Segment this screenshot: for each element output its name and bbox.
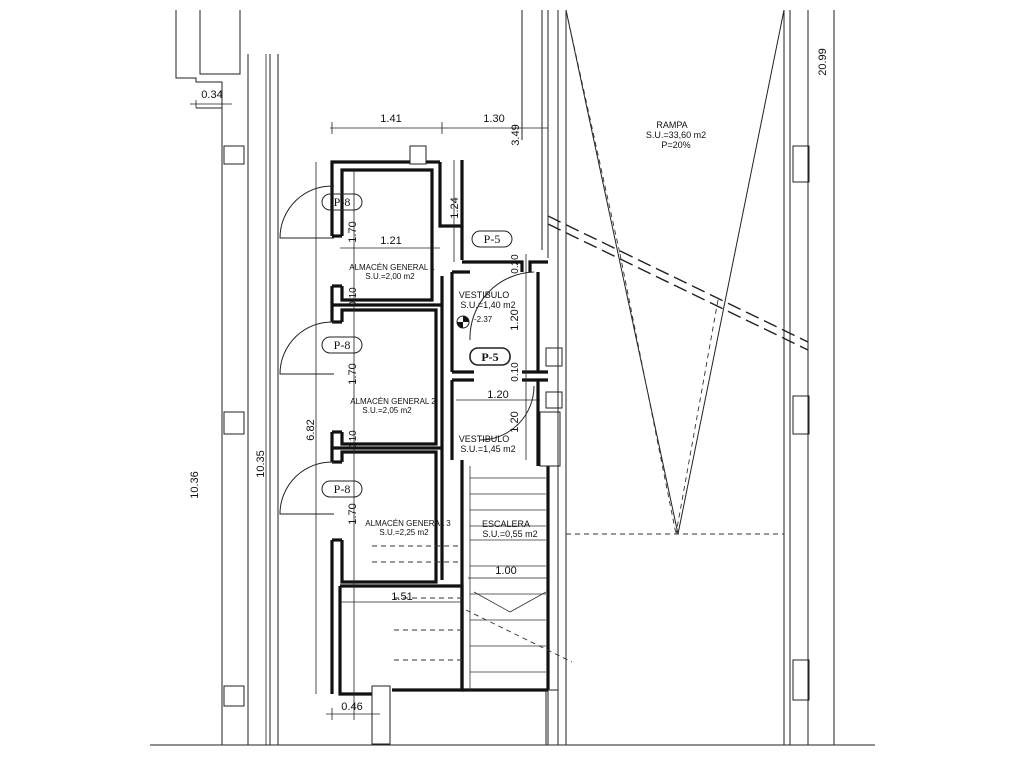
room-name-almacen-3: ALMACÉN GENERAL 3 bbox=[365, 519, 451, 528]
storage-rooms-walls bbox=[330, 145, 464, 745]
ramp-slope: P=20% bbox=[661, 140, 690, 150]
door-tag-p5-1: P-5 bbox=[471, 230, 513, 248]
door-label: P-8 bbox=[334, 195, 351, 209]
room-name-vestibulo-2: VESTIBULO bbox=[459, 434, 510, 444]
dim-1-70-c: 1.70 bbox=[347, 503, 359, 524]
room-name-almacen-1: ALMACÉN GENERAL 1 bbox=[349, 263, 435, 272]
dim-1-20-b: 1.20 bbox=[487, 389, 508, 401]
dimension-lines bbox=[190, 54, 549, 745]
door-tag-p8-3: P-8 bbox=[321, 480, 363, 498]
room-area-escalera: S.U.=0,55 m2 bbox=[482, 529, 537, 539]
dim-0-10-a: 0.10 bbox=[348, 287, 359, 307]
door-label: P-5 bbox=[481, 350, 498, 364]
door-label: P-5 bbox=[484, 232, 501, 246]
dim-1-41: 1.41 bbox=[380, 113, 401, 125]
room-area-vestibulo-2: S.U.=1,45 m2 bbox=[460, 444, 515, 454]
dim-1-70-b: 1.70 bbox=[347, 363, 359, 384]
dim-1-21: 1.21 bbox=[380, 235, 401, 247]
room-area-vestibulo-1: S.U.=1,40 m2 bbox=[460, 300, 515, 310]
door-tag-p5-2: P-5 bbox=[469, 347, 511, 366]
dim-0-10-c: 0.10 bbox=[510, 362, 521, 382]
room-area-almacen-1: S.U.=2,00 m2 bbox=[365, 272, 415, 281]
level-marker-icon bbox=[456, 315, 470, 329]
dim-6-82: 6.82 bbox=[305, 419, 317, 440]
stair-treads bbox=[372, 466, 573, 690]
door-label: P-8 bbox=[334, 338, 351, 352]
room-name-rampa: RAMPA bbox=[656, 120, 687, 130]
room-area-almacen-3: S.U.=2,25 m2 bbox=[379, 528, 429, 537]
dim-20-99: 20.99 bbox=[817, 48, 829, 76]
room-area-rampa: S.U.=33,60 m2 bbox=[646, 130, 706, 140]
room-area-almacen-2: S.U.=2,05 m2 bbox=[362, 406, 412, 415]
dim-1-20-c: 1.20 bbox=[509, 411, 521, 432]
level-value: -2.37 bbox=[474, 315, 493, 324]
dim-1-20-a: 1.20 bbox=[509, 309, 521, 330]
column-markers bbox=[223, 145, 810, 707]
ramp bbox=[547, 9, 809, 535]
door-tag-p8-1: P-8 bbox=[321, 193, 363, 211]
dim-0-20: 0.20 bbox=[510, 254, 521, 274]
dim-3-49: 3.49 bbox=[510, 124, 522, 145]
outer-structure-lines bbox=[150, 10, 875, 746]
room-name-escalera: ESCALERA bbox=[482, 519, 530, 529]
dim-0-46: 0.46 bbox=[341, 701, 362, 713]
dim-1-30: 1.30 bbox=[483, 113, 504, 125]
dim-0-10-b: 0.10 bbox=[348, 430, 359, 450]
dim-1-70-a: 1.70 bbox=[347, 221, 359, 242]
dim-1-00: 1.00 bbox=[495, 565, 516, 577]
dim-0-34: 0.34 bbox=[201, 89, 222, 101]
door-label: P-8 bbox=[334, 482, 351, 496]
room-name-vestibulo-1: VESTIBULO bbox=[459, 290, 510, 300]
dim-10-36: 10.36 bbox=[189, 471, 201, 499]
door-swings bbox=[279, 185, 535, 515]
vestibule-stair-walls bbox=[450, 226, 561, 746]
dim-1-51: 1.51 bbox=[391, 591, 412, 603]
room-name-almacen-2: ALMACÉN GENERAL 2 bbox=[350, 397, 436, 406]
dim-10-35: 10.35 bbox=[255, 450, 267, 478]
dim-1-24: 1.24 bbox=[449, 197, 461, 218]
door-tag-p8-2: P-8 bbox=[321, 336, 363, 354]
